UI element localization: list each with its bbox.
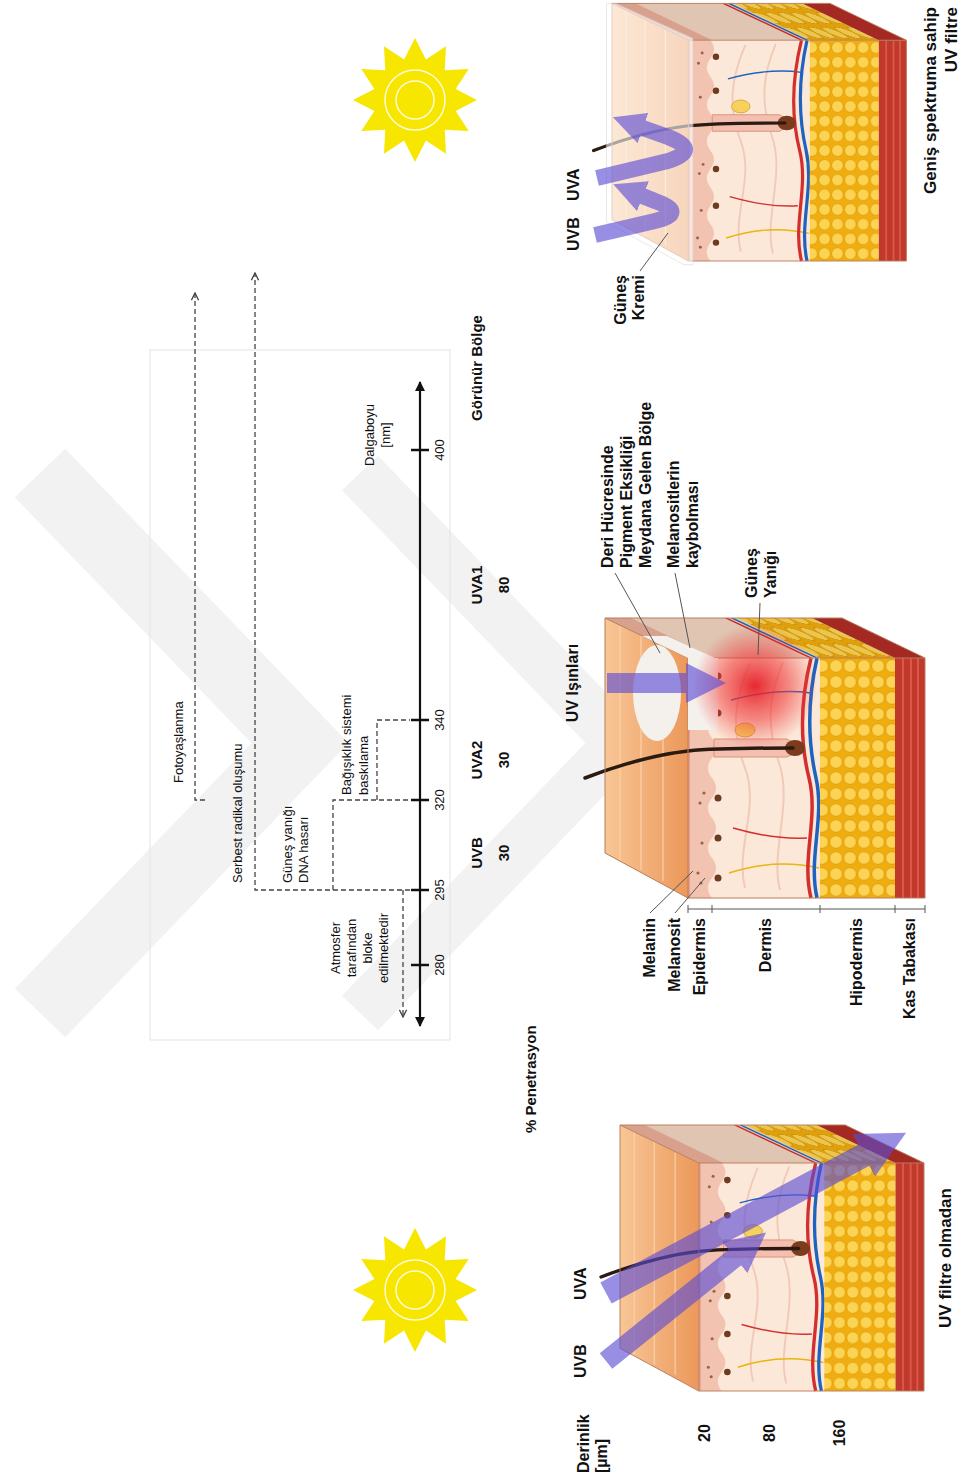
ray-label: UVB: [572, 1328, 590, 1378]
tick-value: 280: [432, 945, 448, 985]
watermark: [40, 473, 620, 1013]
tick-value: 320: [432, 780, 448, 820]
band-name: UVA1: [468, 545, 486, 625]
band-percent: 30: [495, 813, 513, 893]
ray-label: UVA: [565, 151, 583, 201]
effect-label: Atmosfer tarafından bloke edilmektedir: [328, 903, 392, 993]
axis-title: Dalgaboyu [nm]: [362, 400, 394, 470]
callout-label: Güneş Kremi: [612, 275, 648, 335]
callout-label: Melanositlerin kaybolması: [664, 428, 702, 568]
part-label: Melanosit: [666, 918, 684, 1046]
depth-title: Derinlik [µm]: [575, 1393, 611, 1473]
spectrum-chart: [150, 273, 450, 1040]
sun-icon: [353, 38, 477, 162]
skin-with-sunscreen: [594, 3, 907, 271]
layer-label: Epidermis: [691, 918, 709, 1046]
tick-value: 340: [432, 700, 448, 740]
ray-label: UV Işınları: [564, 638, 582, 728]
panel-caption: UV filtre olmadan: [935, 1148, 956, 1368]
skin-without-filter: [601, 1125, 924, 1391]
layer-label: Dermis: [757, 918, 775, 1046]
layer-label: Kas Tabakası: [901, 918, 919, 1046]
ray-label: UVA: [572, 1250, 590, 1300]
tick-value: 400: [432, 430, 448, 470]
callout-label: Güneş Yanığı: [742, 518, 780, 598]
effect-label: Bağışıklık sistemi baskılama: [338, 670, 372, 795]
band-percent: 80: [495, 545, 513, 625]
ray-label: UVB: [565, 201, 583, 251]
tick-value: 295: [432, 870, 448, 910]
layer-label: Hipodermis: [848, 918, 866, 1046]
axis-title: % Penetrasyon: [522, 983, 540, 1133]
band-percent: 30: [495, 720, 513, 800]
effect-label: Serbest radikal oluşumu: [230, 633, 246, 883]
depth-value: 80: [761, 1408, 779, 1458]
effect-label: Güneş yanığı DNA hasarı: [280, 788, 312, 883]
band-name: UVA2: [468, 720, 486, 800]
effect-label: Fotoyaşlanma: [171, 583, 187, 783]
sun-icon: [353, 1228, 477, 1352]
depth-value: 160: [831, 1408, 849, 1458]
skin-sunburn: [585, 573, 925, 913]
band-name: UVB: [468, 813, 486, 893]
panel-caption: Geniş spektruma sahip UV filtre: [920, 7, 962, 212]
callout-label: Deri Hücresinde Pigment Eksikliği Meydan…: [598, 393, 655, 568]
depth-value: 20: [696, 1408, 714, 1458]
part-label: Melanin: [641, 918, 659, 1046]
band-name: Görünür Bölge: [468, 293, 486, 443]
